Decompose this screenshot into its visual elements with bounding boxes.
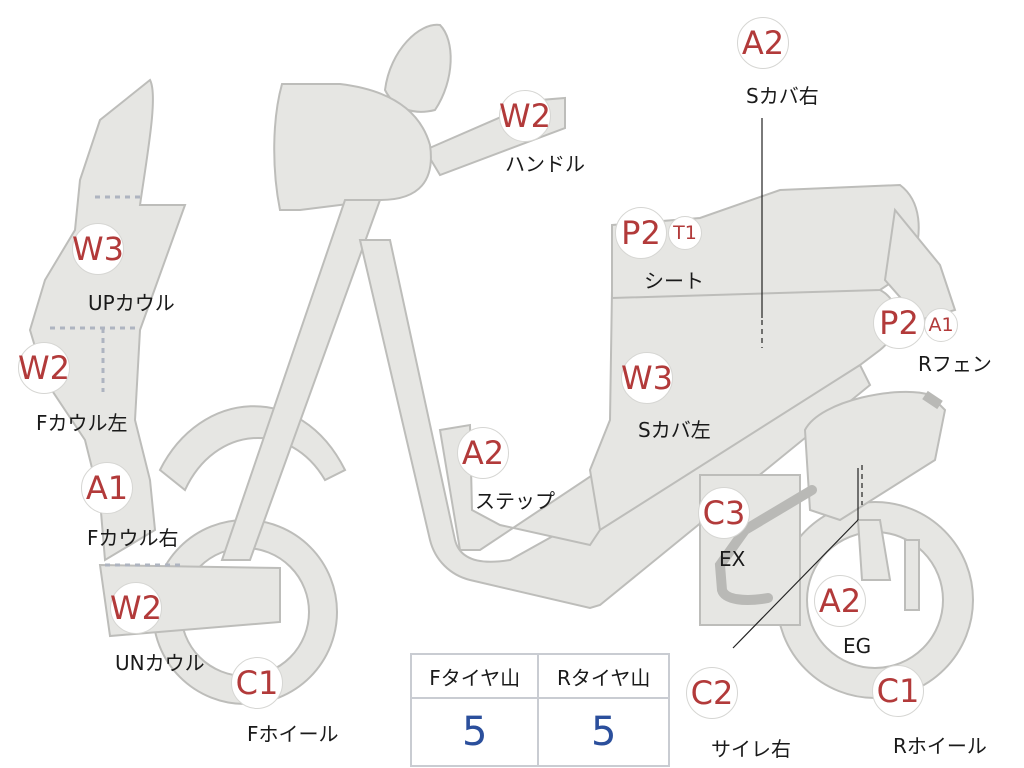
engine-shape (803, 390, 947, 522)
seat-sub-code-badge: T1 (668, 216, 702, 250)
rear-tire-value: 5 (537, 697, 670, 767)
fwheel-label: Fホイール (247, 722, 339, 746)
rear-tire-header: Rタイヤ山 (537, 653, 670, 699)
step-code-badge: A2 (457, 427, 509, 479)
fcowl-right-label: Fカウル右 (87, 526, 179, 550)
scover-right-label: Sカバ右 (746, 84, 819, 108)
undercowl-code-badge: W2 (110, 582, 162, 634)
fwheel-code-badge: C1 (231, 657, 283, 709)
engine-label: EG (843, 634, 872, 658)
rfender-sub-code-badge: A1 (924, 308, 958, 342)
rfender-label: Rフェン (918, 352, 992, 376)
step-label: ステップ (475, 489, 555, 513)
silencer-code-badge: C2 (686, 667, 738, 719)
handlebar-head-shape (273, 83, 432, 211)
mirror-shape (383, 23, 452, 113)
tire-table-header-row: Fタイヤ山 Rタイヤ山 (409, 653, 670, 699)
exhaust-pipe-shape (714, 485, 817, 605)
front-fork-shape (220, 199, 382, 561)
tire-table-value-row: 5 5 (409, 697, 670, 767)
tire-tread-table: Fタイヤ山 Rタイヤ山 5 5 (409, 653, 670, 767)
fcowl-left-label: Fカウル左 (36, 411, 128, 435)
handle-code-badge: W2 (499, 90, 551, 142)
scover-left-code-badge: W3 (621, 352, 673, 404)
suspension-shape (856, 519, 892, 581)
rwheel-code-badge: C1 (872, 665, 924, 717)
exhaust-label: EX (719, 547, 746, 571)
front-tire-header: Fタイヤ山 (409, 653, 540, 699)
exhaust-code-badge: C3 (698, 487, 750, 539)
undercowl-label: UNカウル (115, 651, 205, 675)
engine-code-badge: A2 (814, 575, 866, 627)
front-tire-value: 5 (409, 697, 540, 767)
seat-code-badge: P2 (615, 207, 667, 259)
fcowl-right-code-badge: A1 (81, 462, 133, 514)
scover-right-code-badge: A2 (737, 17, 789, 69)
handle-label: ハンドル (505, 152, 585, 176)
scover-left-label: Sカバ左 (638, 418, 711, 442)
upcowl-label: UPカウル (88, 291, 175, 315)
fcowl-left-code-badge: W2 (18, 342, 70, 394)
rwheel-label: Rホイール (893, 734, 987, 758)
seat-label: シート (644, 269, 704, 293)
front-cowl-shape (28, 78, 187, 562)
upcowl-code-badge: W3 (72, 223, 124, 275)
rfender-code-badge: P2 (873, 297, 925, 349)
silencer-label: サイレ右 (711, 737, 791, 761)
